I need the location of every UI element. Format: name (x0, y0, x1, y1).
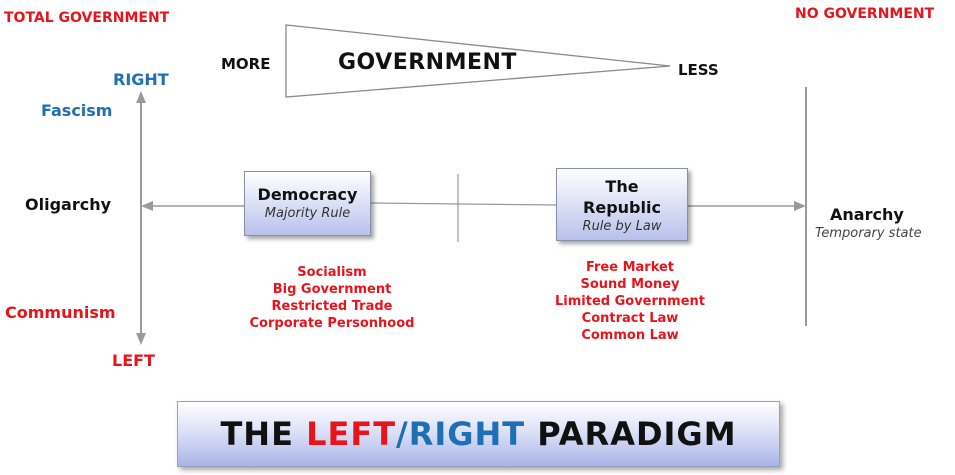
banner-left-word: LEFT (306, 415, 397, 453)
republic-title-line2: Republic (583, 198, 661, 217)
communism-label: Communism (5, 303, 116, 322)
right-label: RIGHT (113, 70, 169, 89)
government-wedge (285, 24, 671, 98)
list-item: Sound Money (580, 277, 680, 292)
more-label: MORE (221, 55, 271, 73)
oligarchy-label: Oligarchy (25, 195, 112, 214)
horizontal-axis-arrow-right (794, 201, 806, 211)
total-government-label: TOTAL GOVERNMENT (4, 10, 170, 26)
banner-part2: PARADIGM (525, 415, 737, 453)
list-item: Limited Government (555, 294, 705, 309)
republic-subtitle: Rule by Law (582, 219, 662, 234)
democracy-traits: Socialism Big Government Restricted Trad… (212, 264, 452, 332)
horizontal-axis-middle (369, 202, 557, 206)
no-government-label: NO GOVERNMENT (795, 6, 935, 22)
republic-traits: Free Market Sound Money Limited Governme… (520, 259, 740, 344)
fascism-label: Fascism (41, 101, 113, 120)
republic-title-line1: The (605, 177, 639, 196)
banner-right-word: RIGHT (408, 415, 526, 453)
list-item: Big Government (272, 282, 392, 297)
democracy-subtitle: Majority Rule (264, 206, 351, 221)
list-item: Contract Law (581, 311, 679, 326)
list-item: Free Market (585, 260, 675, 275)
list-item: Corporate Personhood (249, 316, 415, 331)
paradigm-banner: THE LEFT/RIGHT PARADIGM (177, 401, 780, 467)
democracy-box: Democracy Majority Rule (244, 171, 371, 236)
republic-box: The Republic Rule by Law (556, 168, 688, 241)
less-label: LESS (678, 61, 719, 79)
list-item: Socialism (297, 265, 367, 280)
left-label: LEFT (112, 351, 155, 370)
anarchy-label: Anarchy (830, 205, 904, 224)
government-title: GOVERNMENT (338, 50, 517, 75)
democracy-title: Democracy (257, 185, 358, 204)
banner-part1: THE (220, 415, 307, 453)
horizontal-axis-arrow-left (141, 201, 153, 211)
banner-slash: / (396, 415, 409, 453)
list-item: Common Law (581, 328, 679, 343)
vertical-axis-arrow-down (136, 333, 146, 345)
vertical-axis-arrow-up (136, 91, 146, 103)
list-item: Restricted Trade (271, 299, 393, 314)
anarchy-note: Temporary state (815, 226, 922, 241)
